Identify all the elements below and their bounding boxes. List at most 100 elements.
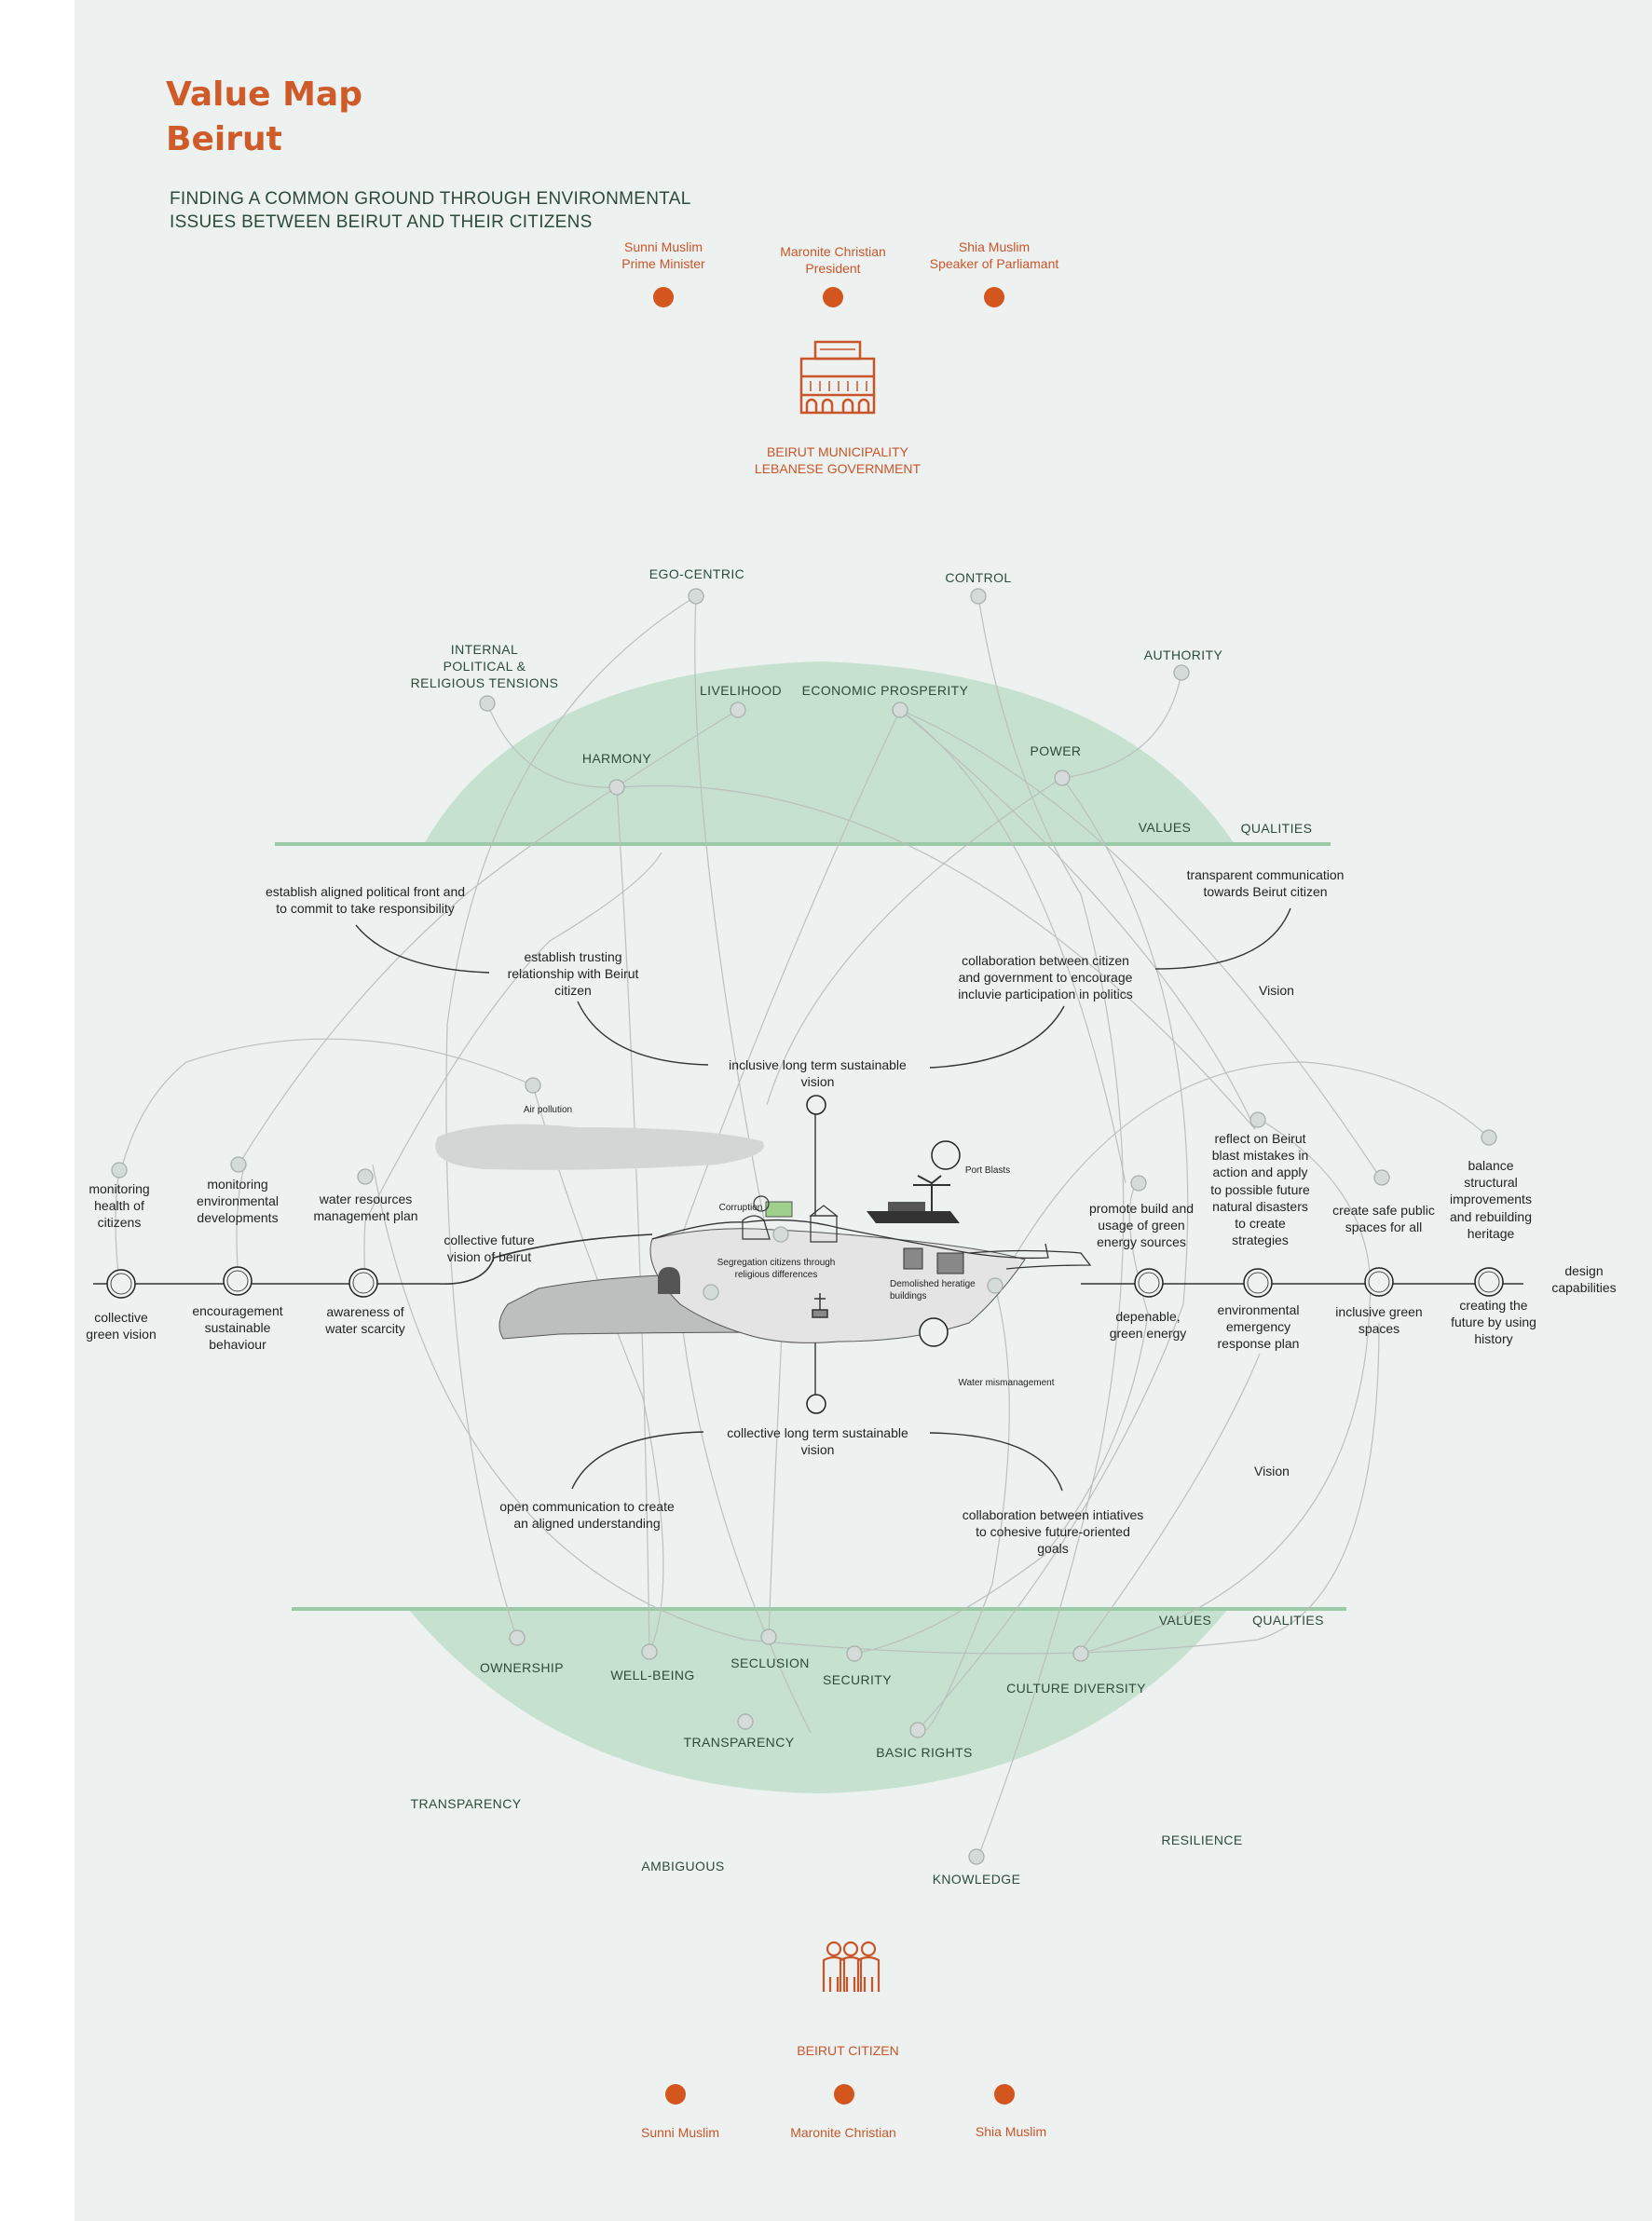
citizen-dot-shia [994, 2084, 1015, 2105]
node-demolished [987, 1277, 1003, 1294]
value-nodes [111, 588, 1497, 1865]
node-livelihood [730, 702, 746, 718]
value-culture-diversity: CULTURE DIVERSITY [1006, 1681, 1146, 1696]
node-segregation [772, 1226, 789, 1243]
citizens-label: BEIRUT CITIZEN [797, 2043, 899, 2058]
poster-background [75, 0, 1652, 2221]
node-monitor-env [230, 1156, 247, 1173]
node-air [525, 1077, 541, 1094]
page-title-city: Beirut [166, 120, 282, 158]
value-basic-rights: BASIC RIGHTS [876, 1745, 973, 1760]
node-power [1054, 770, 1071, 786]
node-security [846, 1645, 863, 1662]
qualities-label-top: QUALITIES [1240, 821, 1313, 836]
issue-air-pollution: Air pollution [523, 1105, 573, 1115]
node-ownership [509, 1629, 526, 1646]
node-knowledge [968, 1848, 985, 1865]
capability-rings [106, 1095, 1504, 1414]
citizen-group-shia: Shia Muslim [975, 2124, 1047, 2139]
node-ego-centric [688, 588, 704, 605]
node-balance [1481, 1129, 1497, 1146]
values-label-top: VALUES [1138, 820, 1192, 835]
leader-dot-sunni [653, 287, 674, 307]
value-security: SECURITY [823, 1672, 892, 1687]
node-authority [1173, 664, 1190, 681]
value-seclusion: SECLUSION [730, 1656, 810, 1670]
node-economic [892, 702, 908, 718]
government-building-icon [799, 340, 876, 415]
node-reflect [1249, 1111, 1266, 1128]
node-safe [1373, 1169, 1390, 1186]
value-ownership: OWNERSHIP [480, 1660, 564, 1675]
vision-label-top: Vision [1259, 983, 1294, 998]
top-values-dome [424, 661, 1235, 844]
beirut-map [435, 1124, 1092, 1343]
leader-dot-shia [984, 287, 1004, 307]
value-power: POWER [1030, 743, 1082, 758]
connection-lines [115, 595, 1490, 1858]
node-culture [1072, 1645, 1089, 1662]
quality-connectors [355, 907, 1291, 1492]
value-authority: AUTHORITY [1143, 647, 1223, 662]
node-water-plan [357, 1168, 374, 1185]
node-seclusion [760, 1628, 777, 1645]
capability-green-energy: depenable,green energy [1109, 1309, 1187, 1342]
value-livelihood: LIVELIHOOD [699, 683, 783, 698]
node-basic-rights [909, 1722, 926, 1738]
node-transparency [737, 1713, 754, 1730]
value-transparency-outer: TRANSPARENCY [410, 1796, 522, 1811]
node-wellbeing [641, 1643, 658, 1660]
node-internal [479, 695, 496, 712]
citizen-dot-sunni [665, 2084, 686, 2105]
citizen-dot-maronite [834, 2084, 854, 2105]
node-control [970, 588, 987, 605]
bottom-values-dome [408, 1609, 1228, 1793]
issue-port-blasts: Port Blasts [964, 1165, 1011, 1176]
page-subtitle: FINDING A COMMON GROUND THROUGH ENVIRONM… [170, 189, 691, 232]
value-economic-prosperity: ECONOMIC PROSPERITY [801, 683, 969, 698]
value-resilience: RESILIENCE [1161, 1833, 1243, 1847]
node-segregation-2 [703, 1284, 719, 1301]
vision-label-bottom: Vision [1254, 1464, 1290, 1478]
leader-dot-maronite [823, 287, 843, 307]
value-control: CONTROL [945, 570, 1012, 585]
value-knowledge: KNOWLEDGE [932, 1872, 1021, 1887]
node-harmony [608, 779, 625, 796]
citizens-group-icon [822, 1941, 881, 1992]
qualities-label-bottom: QUALITIES [1252, 1613, 1324, 1628]
group-markers [653, 287, 1015, 2105]
citizen-group-sunni: Sunni Muslim [640, 2125, 720, 2140]
value-ego-centric: EGO-CENTRIC [649, 566, 745, 581]
issue-water-mismanagement: Water mismanagement [958, 1378, 1055, 1388]
node-monitor-health [111, 1162, 128, 1179]
issue-corruption: Corruption [718, 1203, 763, 1213]
node-promote [1130, 1175, 1147, 1192]
